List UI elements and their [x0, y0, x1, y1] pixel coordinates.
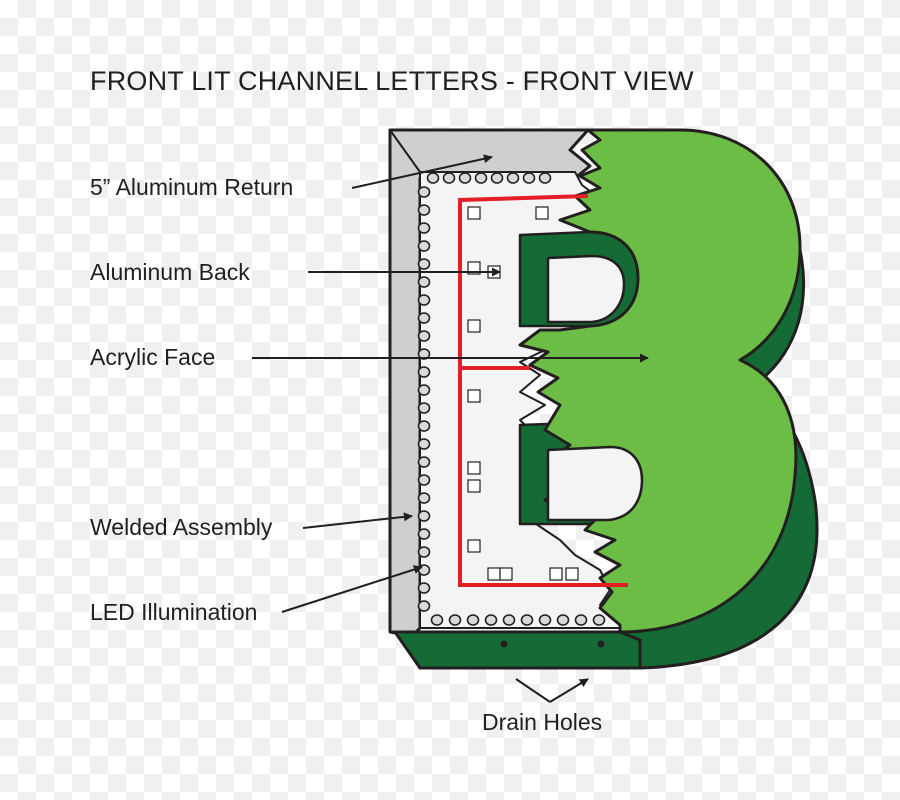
led-modules [417, 172, 606, 626]
led-module [556, 614, 570, 626]
led-module [458, 172, 472, 184]
callout-drain-holes-arrows [515, 679, 588, 703]
led-module [417, 600, 431, 612]
callout-welded-assembly-label: Welded Assembly [90, 514, 273, 540]
callout-aluminum-return-label: 5” Aluminum Return [90, 174, 293, 200]
led-module [466, 614, 480, 626]
led-module [442, 172, 456, 184]
callout-aluminum-return-arrow [351, 154, 493, 189]
callout-led-illumination-label: LED Illumination [90, 599, 257, 625]
led-module [448, 614, 462, 626]
led-module [467, 319, 481, 333]
callout-drain-holes-label: Drain Holes [482, 709, 602, 735]
led-module [467, 479, 481, 493]
drain-hole [500, 640, 508, 648]
led-module [417, 456, 431, 468]
led-module [417, 582, 431, 594]
led-module [474, 172, 488, 184]
drain-hole [597, 640, 605, 648]
letter-b [388, 128, 819, 670]
led-module [538, 614, 552, 626]
upper-counter-opening [546, 254, 626, 324]
led-module [417, 402, 431, 414]
led-module [484, 614, 498, 626]
led-module [487, 567, 501, 581]
led-module [417, 564, 431, 576]
led-module [535, 206, 549, 220]
led-module [417, 420, 431, 432]
led-module [417, 510, 431, 522]
led-module [549, 567, 563, 581]
led-module [417, 312, 431, 324]
callout-welded-assembly-arrow [302, 512, 413, 529]
led-module [417, 492, 431, 504]
led-module [417, 240, 431, 252]
led-module [538, 172, 552, 184]
led-module [506, 172, 520, 184]
callout-aluminum-back-label: Aluminum Back [90, 259, 250, 285]
led-module [417, 222, 431, 234]
letter-base [392, 630, 642, 670]
led-module [467, 389, 481, 403]
callout-acrylic-face-label: Acrylic Face [90, 344, 215, 370]
led-module [417, 384, 431, 396]
led-power-wire [458, 194, 628, 587]
led-module [502, 614, 516, 626]
led-module [417, 528, 431, 540]
led-module [467, 461, 481, 475]
diagram-title: FRONT LIT CHANNEL LETTERS - FRONT VIEW [90, 66, 694, 96]
led-module [499, 567, 513, 581]
led-module [417, 204, 431, 216]
callout-led-illumination-arrow [281, 565, 423, 613]
lower-counter-opening [546, 445, 644, 522]
led-module [490, 172, 504, 184]
led-module [565, 567, 579, 581]
led-module [467, 206, 481, 220]
led-module [522, 172, 536, 184]
led-module [417, 294, 431, 306]
led-module [574, 614, 588, 626]
led-module [417, 276, 431, 288]
led-module [592, 614, 606, 626]
led-module [426, 172, 440, 184]
led-module [417, 186, 431, 198]
led-module [417, 546, 431, 558]
led-module [417, 258, 431, 270]
led-module [520, 614, 534, 626]
led-module [417, 330, 431, 342]
led-module [417, 438, 431, 450]
led-module [467, 539, 481, 553]
led-module [417, 474, 431, 486]
led-module [430, 614, 444, 626]
led-module [417, 366, 431, 378]
